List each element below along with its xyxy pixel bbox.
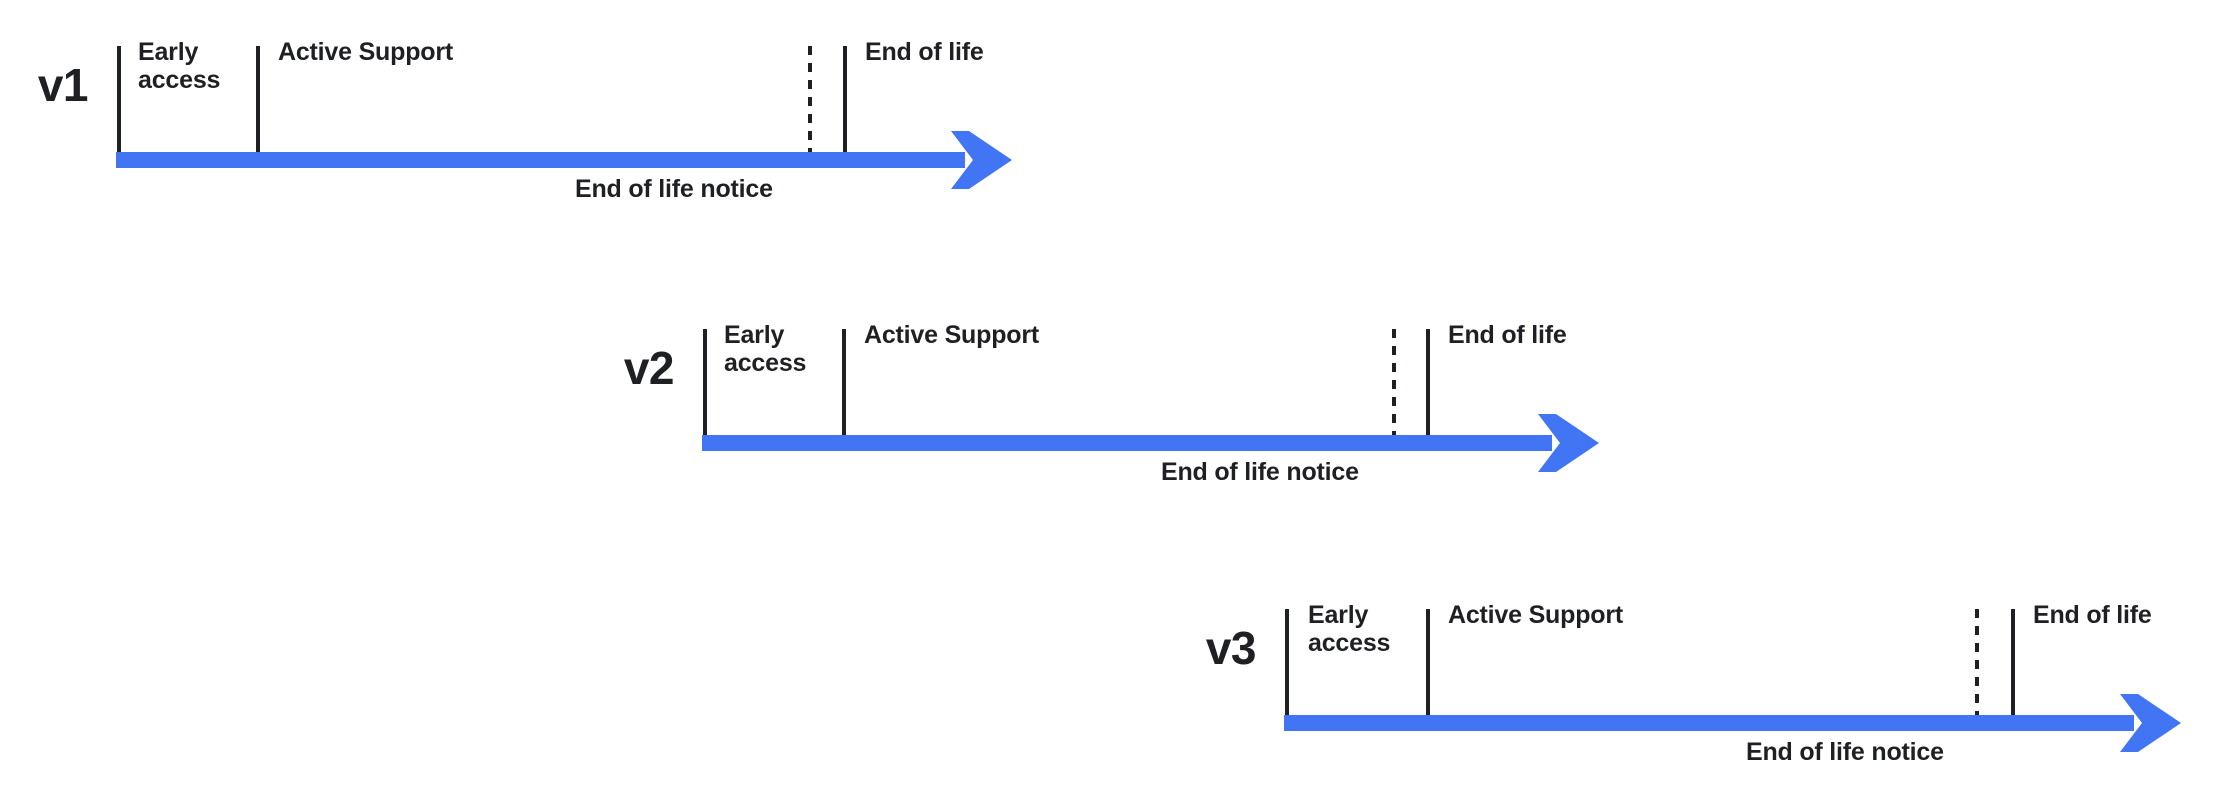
timeline-arrow xyxy=(702,412,1600,474)
phase-boundary xyxy=(843,46,847,152)
end-of-life-notice-label: End of life notice xyxy=(1746,738,1944,766)
version-label-v3: v3 xyxy=(1205,622,1257,674)
phase-boundary xyxy=(1426,329,1430,435)
phase-boundary xyxy=(842,329,846,435)
phase-label: Early access xyxy=(138,38,221,94)
timeline-arrow xyxy=(1284,692,2182,754)
phase-label: Active Support xyxy=(1448,601,1623,629)
phase-label: End of life xyxy=(2033,601,2152,629)
phase-boundary xyxy=(256,46,260,152)
phase-boundary xyxy=(117,46,121,152)
end-of-life-notice-label: End of life notice xyxy=(1161,458,1359,486)
phase-boundary-dashed xyxy=(808,46,812,152)
phase-boundary xyxy=(1285,609,1289,715)
version-label-v2: v2 xyxy=(623,342,675,394)
phase-boundary xyxy=(1426,609,1430,715)
phase-label: Active Support xyxy=(864,321,1039,349)
version-label-v1: v1 xyxy=(37,59,89,111)
phase-label: End of life xyxy=(865,38,984,66)
phase-label: End of life xyxy=(1448,321,1567,349)
phase-boundary-dashed xyxy=(1392,329,1396,435)
phase-label: Early access xyxy=(1308,601,1391,657)
phase-label: Active Support xyxy=(278,38,453,66)
timeline-arrow xyxy=(116,129,1013,191)
phase-label: Early access xyxy=(724,321,807,377)
phase-boundary xyxy=(2011,609,2015,715)
end-of-life-notice-label: End of life notice xyxy=(575,175,773,203)
phase-boundary-dashed xyxy=(1975,609,1979,715)
phase-boundary xyxy=(703,329,707,435)
